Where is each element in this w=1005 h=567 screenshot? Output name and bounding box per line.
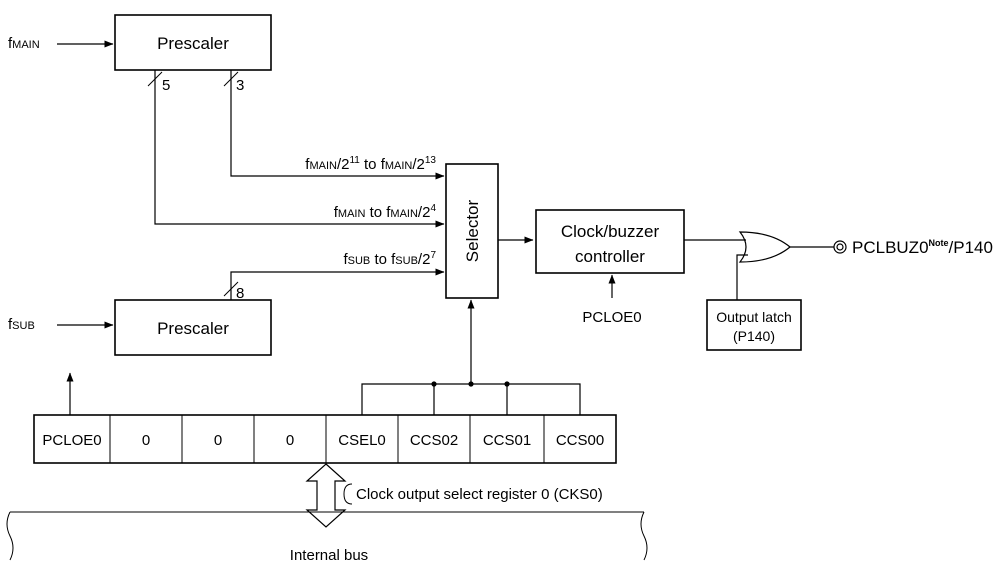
junction-dot (431, 381, 437, 387)
register-name-bracket (343, 483, 353, 505)
pcloe0-enable-label: PCLOE0 (582, 309, 641, 326)
fmain-input-label: fMAIN (8, 35, 40, 52)
prescaler-main-box (114, 14, 272, 71)
select-bits-bus (361, 383, 581, 415)
register-bit-ccs02: CCS02 (410, 432, 458, 449)
internal-bus-right-edge (640, 511, 648, 561)
controller-label-line1: Clock/buzzer (561, 222, 660, 241)
register-bit-6: 0 (142, 432, 150, 449)
bus-width-slash-3 (223, 71, 239, 87)
bus-width-slash-8 (223, 281, 239, 297)
fmain-div-low-line (154, 70, 445, 228)
output-pin-inner-circle (836, 243, 844, 251)
latch-to-gate-line (736, 254, 748, 300)
internal-bus-label: Internal bus (290, 547, 368, 564)
internal-bus-left-edge (6, 511, 14, 561)
signal-label-fmain-2-11-to-2-13: fMAIN/211 to fMAIN/213 (305, 155, 436, 173)
selector-label: Selector (463, 199, 482, 262)
fsub-input-label: fSUB (8, 316, 35, 333)
bus-width-3-label: 3 (236, 77, 244, 94)
register-name-label: Clock output select register 0 (CKS0) (356, 486, 603, 503)
signal-label-fsub-to-2-7: fSUB to fSUB/27 (343, 250, 436, 268)
prescaler-main-label: Prescaler (157, 34, 229, 53)
fsub-div-line (230, 268, 445, 300)
selector-box (445, 163, 499, 299)
output-pin-label: PCLBUZ0Note/P140 (852, 238, 993, 257)
register-bit-pcloe0: PCLOE0 (42, 432, 101, 449)
register-outline (33, 414, 617, 464)
or-gate-symbol (738, 231, 791, 263)
register-bit-ccs01: CCS01 (483, 432, 531, 449)
junction-dot (504, 381, 510, 387)
bus-width-8-label: 8 (236, 285, 244, 302)
clock-buzzer-controller-box (535, 209, 685, 274)
output-latch-box (706, 299, 802, 351)
cks0-register: PCLOE0 0 0 0 CSEL0 CCS02 CCS01 CCS00 (33, 414, 617, 464)
register-bit-csel0: CSEL0 (338, 432, 386, 449)
bus-width-slash-5 (147, 71, 163, 87)
prescaler-sub-box (114, 299, 272, 356)
register-bit-ccs00: CCS00 (556, 432, 604, 449)
bus-width-5-label: 5 (162, 77, 170, 94)
register-bus-double-arrow (305, 463, 347, 528)
controller-label-line2: controller (575, 247, 645, 266)
register-bit-5: 0 (214, 432, 222, 449)
output-latch-label-line1: Output latch (716, 309, 792, 325)
prescaler-sub-label: Prescaler (157, 319, 229, 338)
signal-label-fmain-to-2-4: fMAIN to fMAIN/24 (334, 203, 437, 221)
fmain-div-high-line (230, 70, 445, 180)
output-latch-label-line2: (P140) (733, 328, 775, 344)
register-bit-4: 0 (286, 432, 294, 449)
